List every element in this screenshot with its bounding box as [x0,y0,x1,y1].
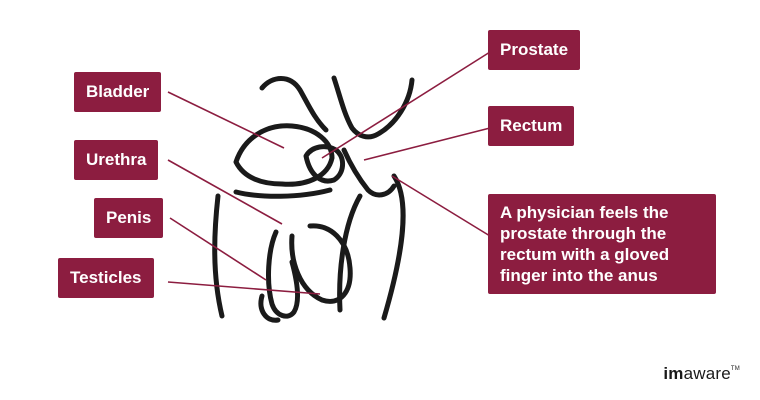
logo-bold-text: im [663,364,684,383]
scrotum-outline [289,223,353,304]
bladder-leader-line [167,91,285,149]
prostate-outline [303,144,345,184]
abdomen-outline [233,187,333,199]
rectum-outline [341,147,397,198]
imaware-logo: imawareTM [663,364,740,384]
penis-leader-line [169,217,267,281]
testicles-leader-line [167,281,321,295]
body-front-outline [259,76,329,133]
glans-outline [258,293,281,323]
thigh-outline [212,193,225,319]
body-back-outline [331,75,415,140]
logo-rest-text: aware [683,364,731,383]
prostate-label: Prostate [488,30,581,70]
urethra-leader-line [167,159,283,225]
bladder-label: Bladder [74,72,162,112]
logo-tm: TM [730,366,740,372]
note-leader-line [391,175,491,237]
urethra-label: Urethra [74,140,159,180]
buttock-outline [381,173,406,321]
rectum-label: Rectum [488,106,575,146]
penis-label: Penis [94,198,164,238]
prostate-leader-line [321,51,491,159]
bladder-outline [233,123,335,187]
testicles-label: Testicles [58,258,154,298]
rectum-leader-line [363,127,491,161]
physician-note-label: A physician feels the prostate through t… [488,194,716,294]
